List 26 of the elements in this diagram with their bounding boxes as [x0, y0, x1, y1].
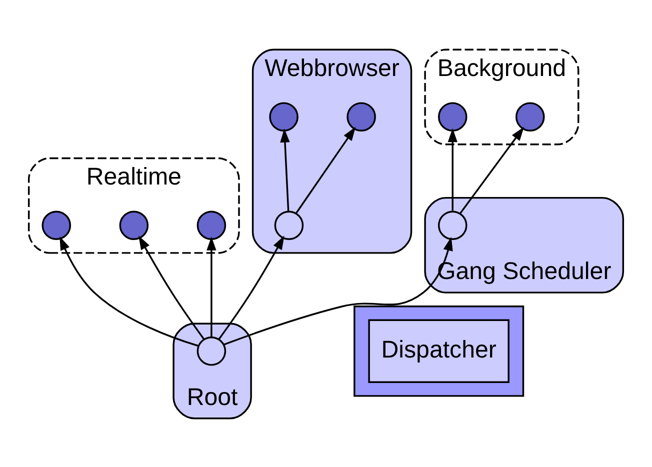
arrow	[218, 235, 284, 340]
cluster: Background	[424, 48, 580, 145]
cluster: Realtime	[28, 156, 240, 254]
node-circle	[516, 102, 545, 131]
arrow	[460, 126, 524, 214]
node-circle	[196, 210, 226, 240]
node-circle	[269, 102, 298, 131]
node-circle	[438, 210, 468, 240]
arrow	[448, 128, 458, 210]
arrow	[280, 128, 290, 212]
cluster: Root	[172, 322, 252, 419]
node-circle	[42, 210, 72, 240]
node-circle	[346, 102, 376, 131]
node-circle	[438, 102, 468, 131]
node-circle	[196, 336, 226, 366]
arrow	[224, 236, 453, 345]
cluster: Webbrowser	[252, 48, 412, 254]
arrow	[138, 235, 205, 340]
cluster: Gang Scheduler	[424, 196, 624, 293]
arrow	[206, 236, 216, 337]
arrow	[295, 126, 356, 214]
node-circle	[119, 210, 149, 240]
arrow	[60, 236, 199, 346]
node-box: Dispatcher	[368, 318, 510, 383]
node-circle	[274, 210, 304, 240]
cluster	[354, 305, 524, 396]
